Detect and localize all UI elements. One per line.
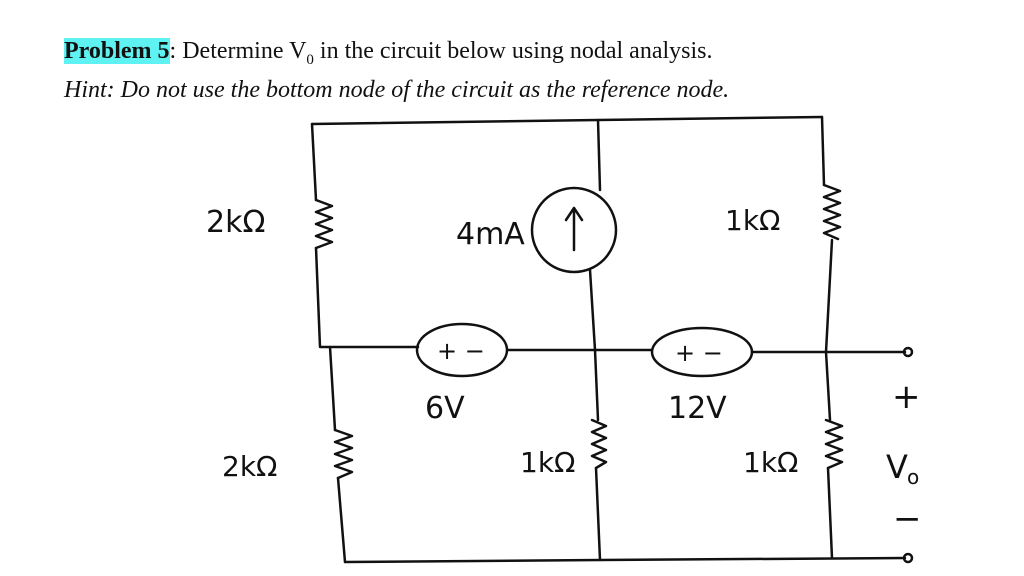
mid-wire-mid: [588, 268, 600, 422]
resistor-1k-bottom-mid: [590, 418, 608, 470]
output-plus-sign: +: [892, 377, 921, 417]
arrow-up-icon: [564, 206, 584, 252]
mid-wire-top: [596, 118, 602, 192]
label-vs-right: 12V: [668, 391, 727, 426]
top-wire: [310, 115, 824, 126]
resistor-2k-bottom-left: [333, 428, 354, 480]
terminal-plus-icon: [902, 346, 914, 358]
output-label-v: V: [886, 448, 908, 486]
left-wire-mid: [314, 246, 337, 432]
right-wire-mid: [824, 238, 834, 422]
problem-label: Problem 5: [64, 38, 170, 64]
voltage-source-12V: [650, 326, 754, 378]
current-source-4mA: [530, 186, 618, 274]
problem-header: Problem 5: Determine V0 in the circuit b…: [64, 36, 729, 105]
statement-sub: 0: [306, 51, 314, 68]
left-wire-bottom: [336, 476, 347, 564]
right-wire-top: [820, 115, 826, 187]
label-r-top-right: 1kΩ: [725, 204, 780, 237]
voltage-source-6V: [415, 322, 509, 378]
vs-right-polarity: + −: [675, 339, 723, 367]
resistor-1k-bottom-right: [824, 418, 844, 470]
label-r-bottom-left: 2kΩ: [222, 450, 277, 483]
output-minus-sign: −: [893, 499, 922, 539]
label-r-bottom-mid: 1kΩ: [520, 446, 575, 479]
problem-statement: Problem 5: Determine V0 in the circuit b…: [64, 36, 729, 75]
problem-hint: Hint: Do not use the bottom node of the …: [64, 76, 730, 103]
resistor-1k-top-right: [822, 183, 842, 241]
resistor-2k-top-left: [314, 198, 334, 250]
label-vs-left: 6V: [425, 391, 465, 426]
right-wire-bottom: [826, 466, 834, 560]
statement-post: in the circuit below using nodal analysi…: [313, 38, 713, 64]
middle-wire: [328, 345, 907, 354]
terminal-minus-icon: [902, 552, 914, 564]
left-wire-top: [310, 122, 318, 202]
output-label-sub: o: [907, 465, 919, 489]
mid-wire-bottom: [594, 466, 602, 562]
label-r-top-left: 2kΩ: [206, 205, 265, 240]
vs-left-polarity: + −: [437, 337, 485, 365]
bottom-wire: [343, 556, 907, 564]
label-r-bottom-right: 1kΩ: [743, 446, 798, 479]
label-current-source: 4mA: [456, 217, 525, 252]
statement-pre: : Determine V: [169, 38, 307, 64]
